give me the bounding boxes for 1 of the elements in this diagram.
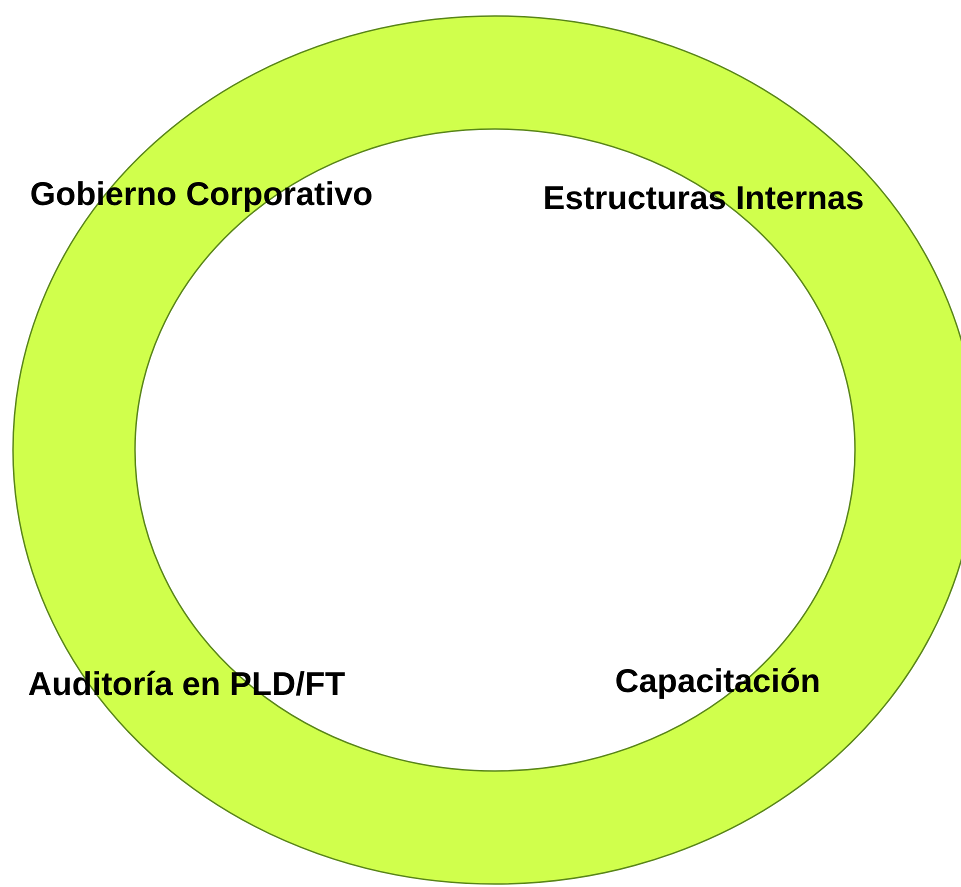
ring-label: Estructuras Internas [543,178,864,218]
